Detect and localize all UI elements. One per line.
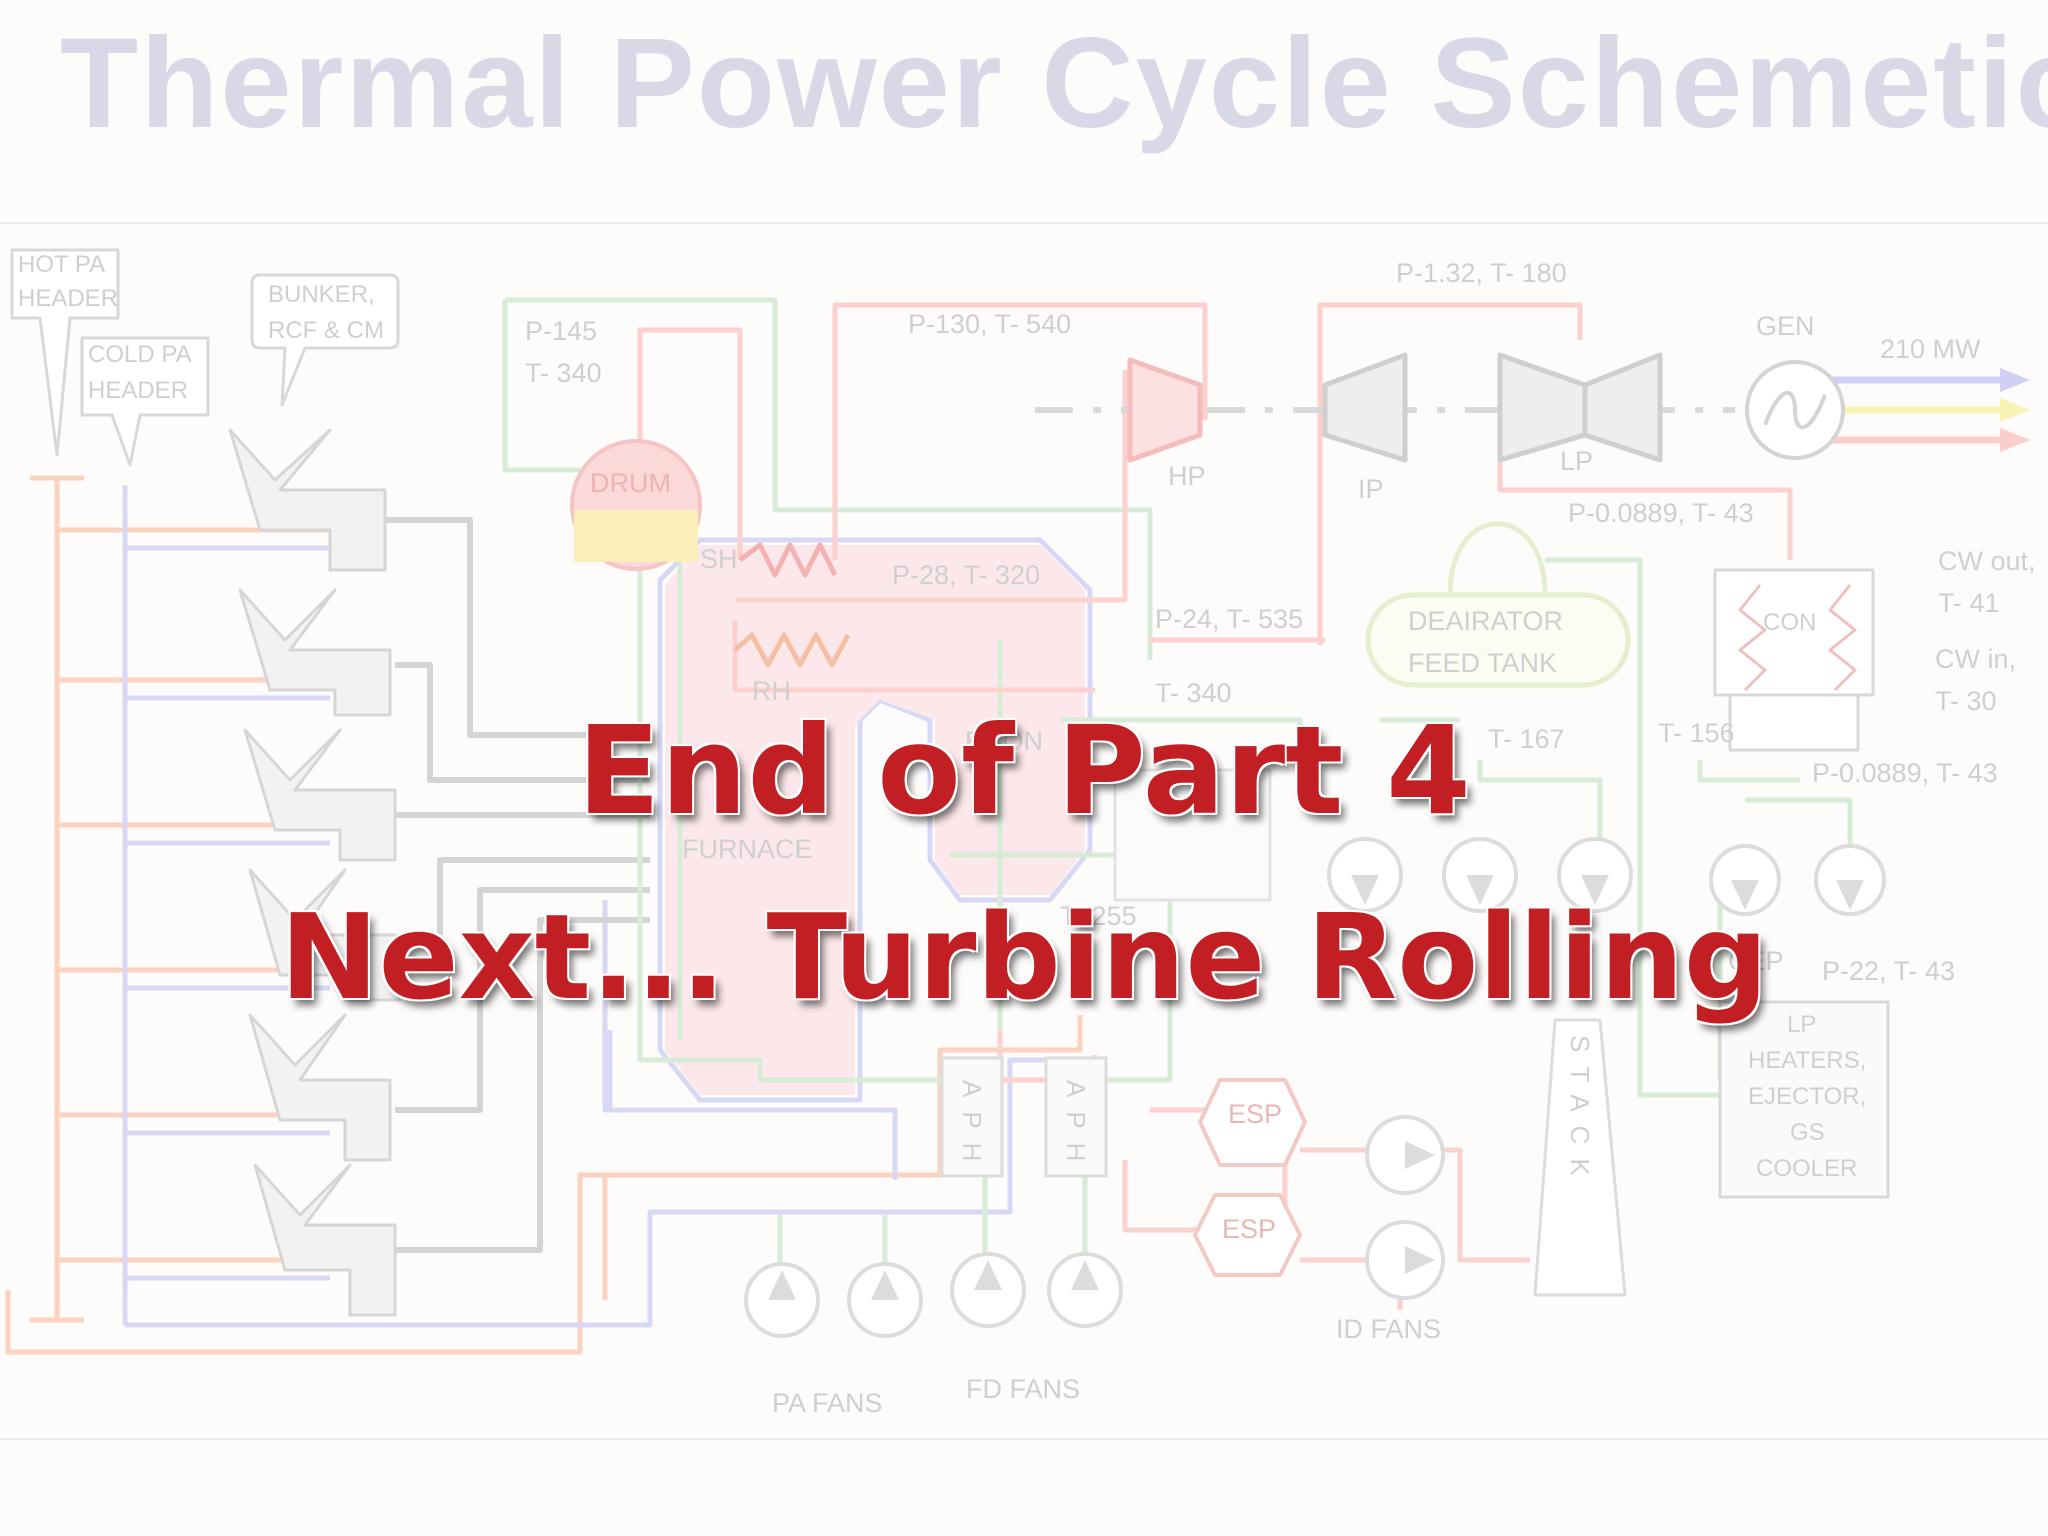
hot-pa-label-1: HOT PA (18, 251, 105, 278)
cw-out-label-2: T- 41 (1938, 588, 2000, 618)
deaerator-label-1: DEAIRATOR (1408, 606, 1563, 636)
bunker-callout (250, 273, 400, 407)
lp-turbine (1497, 352, 1588, 463)
t340-drum-label: T- 340 (525, 358, 602, 388)
drum-label: DRUM (590, 468, 671, 498)
lp-heaters-label-5: COOLER (1756, 1155, 1857, 1182)
fan-arrows (768, 875, 1864, 1300)
cw-in-label-2: T- 30 (1935, 686, 1997, 716)
lp-heaters-label-3: EJECTOR, (1748, 1083, 1866, 1110)
t156-label: T- 156 (1658, 718, 1735, 748)
coal-mills (228, 428, 402, 1317)
t255-label: T- 255 (1060, 901, 1137, 931)
p130-label: P-130, T- 540 (908, 309, 1071, 339)
hp-label: HP (1168, 461, 1206, 491)
deaerator-tank (1365, 592, 1631, 688)
superheater-coil (738, 542, 838, 578)
cw-in-label-1: CW in, (1935, 644, 2016, 674)
hot-pa-label-2: HEADER (18, 285, 118, 312)
hot-pa-callout (10, 248, 120, 457)
aph-2-label: APH (1061, 1080, 1091, 1175)
p132-label: P-1.32, T- 180 (1396, 258, 1567, 288)
slide-title: Thermal Power Cycle Schemetic (60, 12, 2048, 155)
sh-label: SH (700, 544, 738, 574)
ip-label: IP (1358, 474, 1384, 504)
economizer-box (1113, 768, 1272, 902)
esp-2 (1193, 1193, 1302, 1277)
t340-rh-label: T- 340 (1155, 678, 1232, 708)
p0889-condenser-label: P-0.0889, T- 43 (1812, 758, 1998, 788)
title-divider (0, 222, 2048, 224)
lp-heaters-label-2: HEATERS, (1748, 1047, 1866, 1074)
hp-turbine (1127, 357, 1203, 463)
deaerator-label-2: FEED TANK (1408, 648, 1557, 678)
aph-2 (1044, 1056, 1108, 1178)
p28-label: P-28, T- 320 (892, 560, 1040, 590)
fd-fans-label: FD FANS (966, 1374, 1080, 1404)
p22-label: P-22, T- 43 (1822, 956, 1955, 986)
bottom-divider (0, 1438, 2048, 1440)
bunker-label-1: BUNKER, (268, 281, 375, 308)
ip-turbine (1322, 352, 1408, 463)
reheater-coil (733, 632, 851, 668)
overlay-heading-part-end: End of Part 4 (577, 700, 1471, 842)
lp-heaters-label-1: LP (1787, 1011, 1816, 1038)
p145-label: P-145 (525, 316, 597, 346)
stack-label: STACK (1565, 1035, 1595, 1190)
p0889-turbine-label: P-0.0889, T- 43 (1568, 498, 1754, 528)
cold-pa-callout (80, 336, 210, 467)
condenser (1713, 568, 1875, 697)
aph-1 (940, 1056, 1004, 1178)
cw-out-label-1: CW out, (1938, 546, 2036, 576)
rh-label: RH (752, 676, 791, 706)
t167-label: T- 167 (1488, 724, 1565, 754)
lp-heaters-box (1718, 1000, 1890, 1199)
cold-pa-label-2: HEADER (88, 377, 188, 404)
cold-pa-label-1: COLD PA (88, 341, 192, 368)
id-fans-label: ID FANS (1336, 1314, 1441, 1344)
mw-label: 210 MW (1880, 334, 1981, 364)
furnace-label: FURNACE (682, 834, 813, 864)
stack (1533, 1018, 1627, 1297)
lp-label: LP (1560, 446, 1593, 476)
esp-1 (1198, 1078, 1307, 1167)
econ-label: ECON (965, 726, 1043, 756)
aph-1-label: APH (957, 1080, 987, 1175)
coal-pipes (385, 517, 650, 1253)
con-label: CON (1763, 609, 1816, 636)
p24-label: P-24, T- 535 (1155, 604, 1303, 634)
bunker-label-2: RCF & CM (268, 317, 384, 344)
esp-2-label: ESP (1222, 1214, 1276, 1244)
pa-fans-label: PA FANS (772, 1388, 883, 1418)
lp-heaters-label-4: GS (1790, 1119, 1825, 1146)
gen-label: GEN (1756, 311, 1815, 341)
esp-1-label: ESP (1228, 1099, 1282, 1129)
overlay-heading-next: Next... Turbine Rolling (279, 888, 1769, 1026)
cep-label: CEP (1728, 946, 1784, 976)
furnace-outline (607, 537, 1093, 1113)
